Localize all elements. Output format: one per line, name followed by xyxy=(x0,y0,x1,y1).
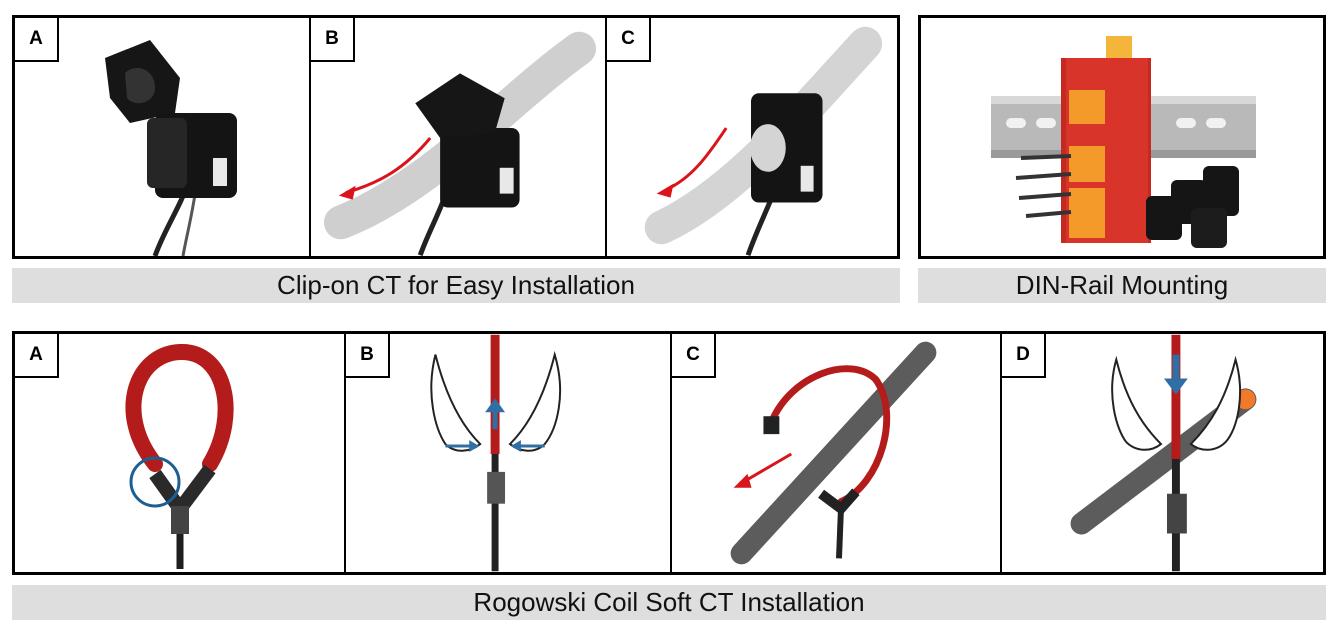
clipon-figure: A B C xyxy=(12,15,900,259)
rogowski-squeeze-release-icon xyxy=(430,334,562,572)
rogowski-wrap-conductor-icon xyxy=(730,341,937,565)
din-rail-figure xyxy=(918,15,1326,259)
panel-tag: B xyxy=(311,18,355,62)
panel-tag: A xyxy=(15,334,59,378)
clip-on-ct-open-icon xyxy=(105,40,237,256)
clip-on-ct-closed-icon xyxy=(644,26,883,256)
clip-on-ct-closing-icon xyxy=(323,31,597,256)
rogowski-figure: A B C xyxy=(12,331,1326,575)
panel-tag: C xyxy=(672,334,716,378)
rogowski-panel-c: C xyxy=(670,334,1000,572)
rogowski-close-lock-icon xyxy=(1070,334,1257,572)
panel-tag: A xyxy=(15,18,59,62)
clipon-panel-c: C xyxy=(605,18,897,256)
panel-tag: C xyxy=(607,18,651,62)
rogowski-panel-b: B xyxy=(344,334,670,572)
din-rail-mounting-icon xyxy=(991,36,1256,248)
clipon-panel-b: B xyxy=(309,18,605,256)
rogowski-panel-a: A xyxy=(15,334,344,572)
rogowski-caption: Rogowski Coil Soft CT Installation xyxy=(12,585,1326,620)
rogowski-panel-d: D xyxy=(1000,334,1323,572)
panel-tag: B xyxy=(346,334,390,378)
panel-tag: D xyxy=(1002,334,1046,378)
rogowski-coil-loop-icon xyxy=(125,344,234,569)
din-rail-caption: DIN-Rail Mounting xyxy=(918,268,1326,303)
clipon-panel-a: A xyxy=(15,18,309,256)
clipon-caption: Clip-on CT for Easy Installation xyxy=(12,268,900,303)
